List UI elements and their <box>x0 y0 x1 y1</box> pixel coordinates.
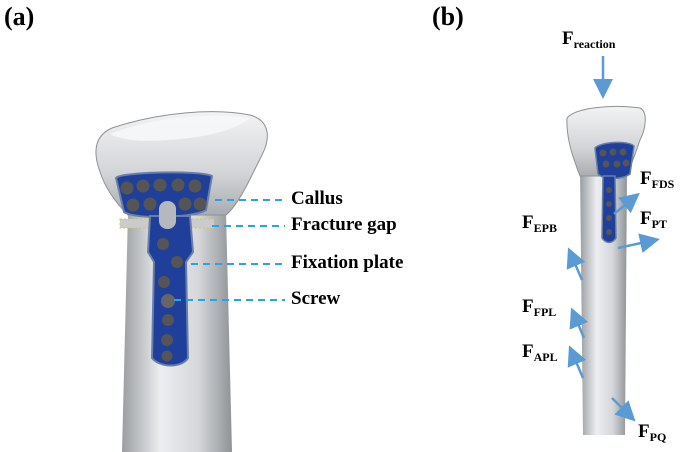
force-arrow-pq <box>611 397 636 422</box>
callout-label-screw: Screw <box>291 288 341 309</box>
screw <box>161 294 175 308</box>
screw <box>162 314 174 326</box>
force-arrow-apl <box>567 345 587 379</box>
screw <box>143 197 157 211</box>
force-label-apl: FAPL <box>522 341 558 364</box>
fixation-plate-b <box>594 141 635 244</box>
panel-label-a: (a) <box>4 2 35 31</box>
screw <box>136 179 150 193</box>
screw <box>171 178 185 192</box>
screws-b <box>599 148 630 235</box>
screw <box>602 160 610 168</box>
force-label-fpl: FFPL <box>522 296 557 319</box>
force-arrow-pt <box>617 233 660 253</box>
plate-a-shaft <box>146 215 195 367</box>
callout-lines <box>174 199 285 301</box>
screw <box>157 238 169 250</box>
force-arrows <box>566 56 660 422</box>
panel-label-b: (b) <box>432 2 464 31</box>
callout-label-fixation-plate: Fixation plate <box>291 252 404 273</box>
callout-label-fracture-gap: Fracture gap <box>291 214 397 235</box>
force-arrow-fds <box>613 192 640 215</box>
screws-a <box>120 178 207 362</box>
bone-a-head-top <box>110 115 250 141</box>
force-arrow-fpl <box>569 307 589 339</box>
screw <box>126 198 140 212</box>
screw <box>153 178 167 192</box>
fixation-plate-a <box>114 171 214 367</box>
screw <box>599 149 607 157</box>
screw <box>606 201 612 207</box>
screw <box>188 179 202 193</box>
screw <box>622 159 630 167</box>
screw <box>178 197 192 211</box>
callout-label-callus: Callus <box>291 188 343 209</box>
screw <box>606 215 612 221</box>
screw <box>609 148 617 156</box>
screw <box>161 350 173 362</box>
screw <box>161 334 173 346</box>
screw <box>120 181 134 195</box>
force-arrow-epb <box>566 247 586 281</box>
screw <box>158 276 170 288</box>
screw <box>619 148 627 156</box>
force-label-reaction: Freaction <box>562 28 616 51</box>
force-label-pq: FPQ <box>638 421 667 444</box>
plate-b-shaft <box>601 175 617 244</box>
screw <box>606 187 612 193</box>
screw <box>613 160 621 168</box>
force-label-epb: FEPB <box>522 212 557 235</box>
screw <box>193 197 207 211</box>
force-label-fds: FFDS <box>640 168 675 191</box>
force-label-pt: FPT <box>640 208 667 231</box>
screw <box>606 229 612 235</box>
plate-a-slot <box>159 201 176 229</box>
screw <box>171 256 183 268</box>
